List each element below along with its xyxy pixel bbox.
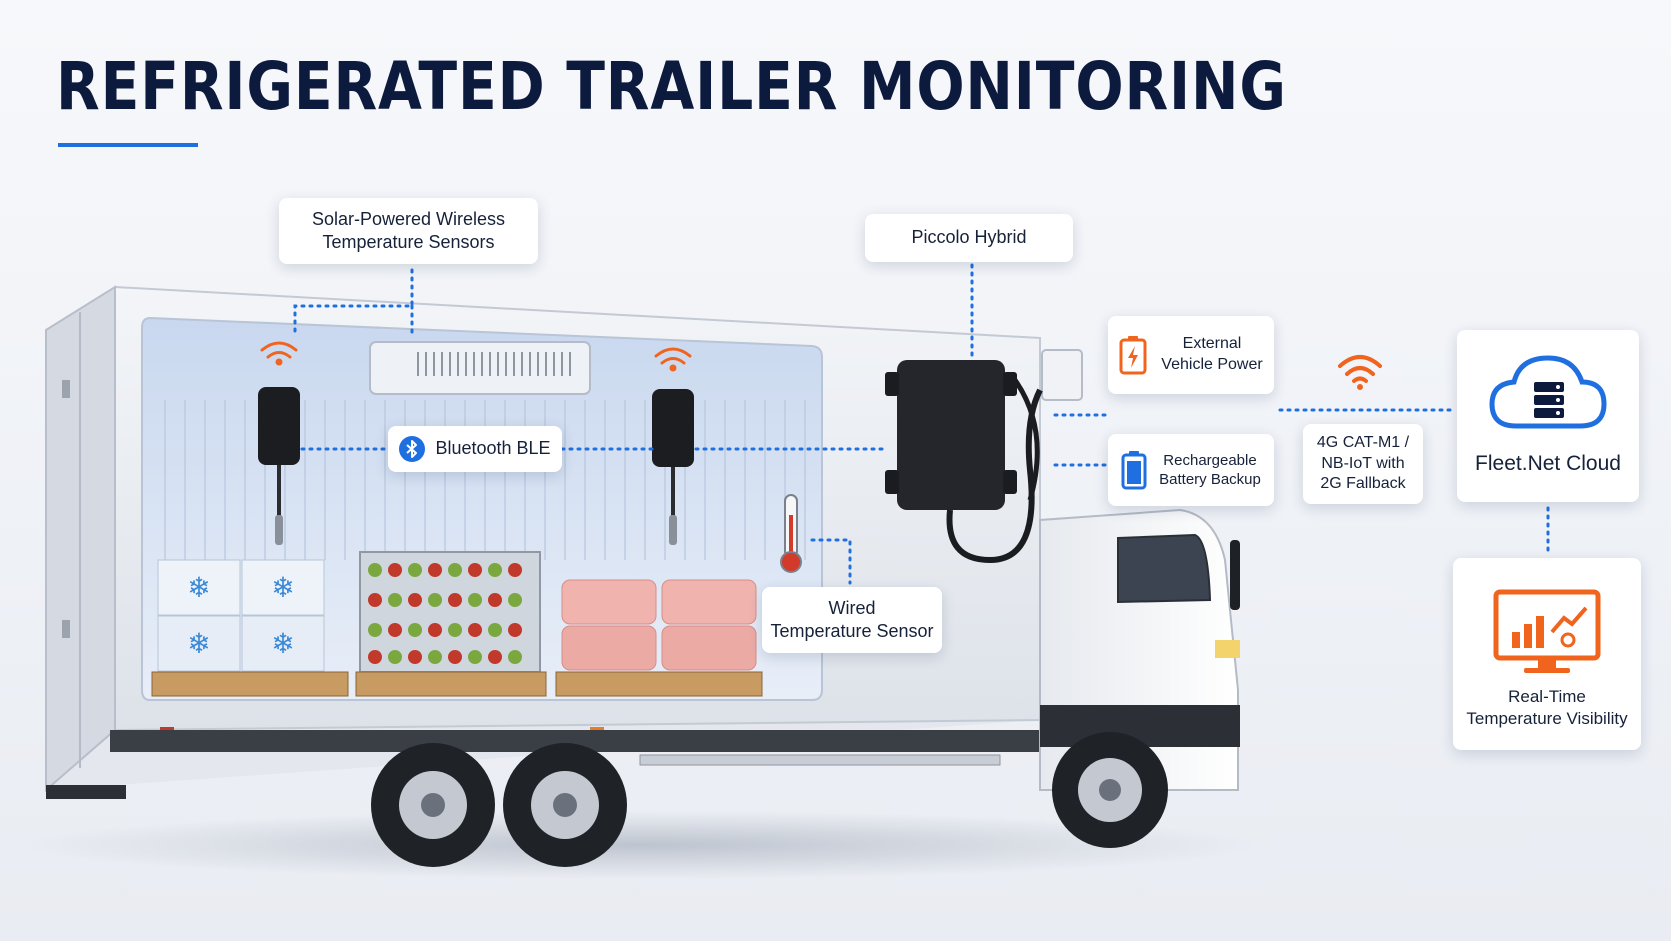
page-title: REFRIGERATED TRAILER MONITORING bbox=[56, 48, 1287, 125]
visibility-line2: Temperature Visibility bbox=[1466, 709, 1628, 729]
svg-text:❄: ❄ bbox=[271, 627, 294, 660]
title-underline bbox=[58, 143, 198, 147]
callout-external-power: External Vehicle Power bbox=[1108, 316, 1274, 394]
wheel-rear-2 bbox=[503, 743, 627, 867]
cloud-server-icon bbox=[1489, 355, 1607, 429]
bluetooth-label: Bluetooth BLE bbox=[435, 438, 551, 459]
network-line3: 2G Fallback bbox=[1320, 475, 1406, 493]
cargo-produce-crates bbox=[355, 551, 547, 697]
connector-lines bbox=[293, 263, 1550, 585]
battery-line2: Battery Backup bbox=[1159, 471, 1261, 488]
cargo-meat-packs bbox=[555, 579, 763, 697]
ground-shadow bbox=[20, 811, 1260, 879]
cargo-frozen-boxes: ❄ ❄ ❄ ❄ bbox=[151, 559, 349, 697]
callout-piccolo-hybrid: Piccolo Hybrid bbox=[865, 214, 1073, 262]
callout-battery-backup: Rechargeable Battery Backup bbox=[1108, 434, 1274, 506]
wifi-icon-right bbox=[654, 347, 692, 372]
callout-realtime-visibility: Real-Time Temperature Visibility bbox=[1453, 558, 1641, 750]
callout-solar-sensors: Solar-Powered Wireless Temperature Senso… bbox=[279, 198, 538, 264]
battery-charging-icon bbox=[1119, 336, 1147, 375]
side-rail bbox=[639, 754, 1001, 766]
callout-network: 4G CAT-M1 / NB-IoT with 2G Fallback bbox=[1303, 424, 1423, 504]
bluetooth-icon bbox=[399, 436, 426, 462]
wireless-sensor-right bbox=[652, 389, 694, 545]
callout-bluetooth: Bluetooth BLE bbox=[388, 426, 562, 472]
wireless-sensor-left bbox=[258, 387, 300, 545]
svg-text:❄: ❄ bbox=[187, 627, 210, 660]
piccolo-hybrid-device bbox=[885, 360, 1043, 564]
visibility-line1: Real-Time bbox=[1508, 687, 1586, 706]
svg-text:❄: ❄ bbox=[271, 571, 294, 604]
reefer-evaporator-unit bbox=[369, 341, 591, 395]
network-line2: NB-IoT with bbox=[1321, 454, 1405, 472]
wheel-rear-1 bbox=[371, 743, 495, 867]
truck-cab bbox=[1039, 508, 1240, 791]
solar-label-line1: Solar-Powered Wireless bbox=[311, 208, 506, 229]
cloud-label: Fleet.Net Cloud bbox=[1475, 452, 1621, 475]
wifi-icon-left bbox=[260, 341, 298, 366]
reefer-condenser-unit bbox=[1041, 349, 1083, 401]
battery-line1: Rechargeable bbox=[1163, 451, 1257, 469]
chart-monitor-icon bbox=[1493, 589, 1601, 673]
network-line1: 4G CAT-M1 / bbox=[1316, 433, 1410, 451]
callout-wired-sensor: Wired Temperature Sensor bbox=[762, 587, 942, 653]
ext-power-line1: External bbox=[1182, 335, 1242, 353]
wired-label-line2: Temperature Sensor bbox=[770, 621, 934, 641]
thermometer-icon bbox=[780, 494, 802, 573]
wireless-signal-icon bbox=[1338, 355, 1382, 390]
battery-icon bbox=[1121, 451, 1147, 490]
wired-label-line1: Wired bbox=[828, 597, 876, 618]
callout-fleetnet-cloud: Fleet.Net Cloud bbox=[1457, 330, 1639, 502]
solar-label-line2: Temperature Sensors bbox=[322, 232, 495, 252]
piccolo-label: Piccolo Hybrid bbox=[911, 227, 1027, 248]
ext-power-line2: Vehicle Power bbox=[1161, 356, 1263, 373]
wheel-front bbox=[1052, 732, 1168, 848]
svg-text:❄: ❄ bbox=[187, 571, 210, 604]
